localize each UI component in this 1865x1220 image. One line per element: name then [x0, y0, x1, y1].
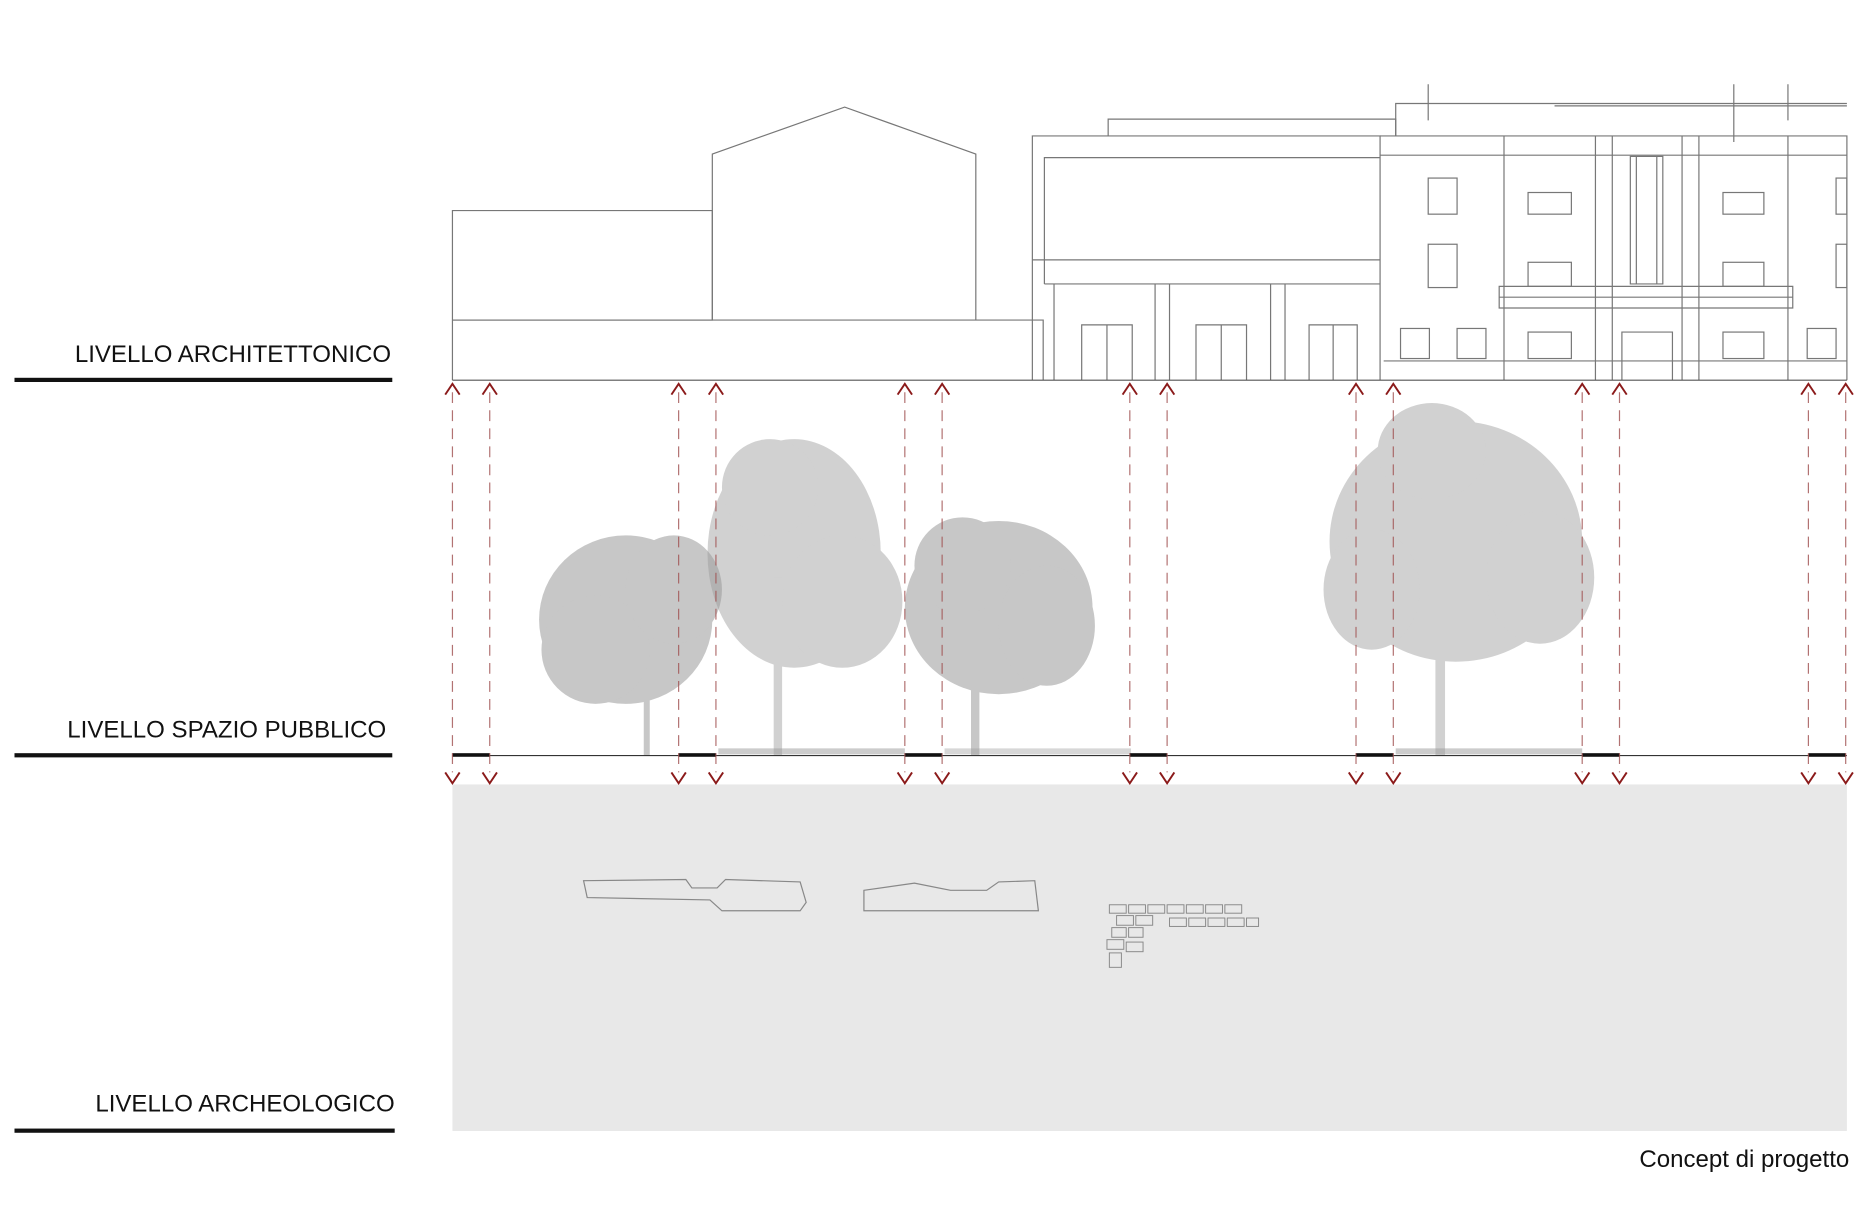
label-public-space: LIVELLO SPAZIO PUBBLICO [67, 717, 386, 744]
arrow-up-icon [1574, 382, 1591, 396]
arrow-up-icon [1611, 382, 1628, 396]
arrow-down-icon [1800, 771, 1817, 785]
arrow-up-icon [481, 382, 498, 396]
arrow-up-icon [444, 382, 461, 396]
label-archaeological: LIVELLO ARCHEOLOGICO [95, 1091, 394, 1118]
arrow-up-icon [1121, 382, 1138, 396]
underline-archaeological [14, 1128, 395, 1133]
tree [904, 517, 1095, 756]
underline-public-space [14, 753, 393, 758]
arrow-up-icon [670, 382, 687, 396]
arrow-up-icon [896, 382, 913, 396]
archaeological-layer [452, 784, 1847, 1131]
arrow-up-icon [934, 382, 951, 396]
arrow-down-icon [481, 771, 498, 785]
building-elevation [451, 84, 1848, 381]
arrow-up-icon [1385, 382, 1402, 396]
archaeological-remains [582, 878, 1260, 968]
arrow-down-icon [1837, 771, 1854, 785]
arrow-down-icon [670, 771, 687, 785]
tree [539, 535, 722, 756]
arrow-up-icon [707, 382, 724, 396]
arrow-down-icon [1574, 771, 1591, 785]
arrow-down-icon [1347, 771, 1365, 785]
tree [1323, 403, 1595, 756]
tree [707, 439, 903, 756]
arrow-down-icon [896, 771, 913, 785]
arrow-down-icon [934, 771, 951, 785]
arrow-down-icon [1121, 771, 1138, 785]
arrow-down-icon [444, 771, 461, 785]
label-architectural: LIVELLO ARCHITETTONICO [75, 341, 391, 368]
underline-architectural [14, 377, 393, 383]
trees [539, 403, 1595, 756]
connection-arrows [444, 382, 1854, 785]
arrow-up-icon [1159, 382, 1176, 396]
arrow-up-icon [1800, 382, 1817, 396]
ground-line [452, 753, 1847, 757]
caption: Concept di progetto [1639, 1146, 1849, 1173]
arrow-up-icon [1347, 382, 1365, 396]
arrow-down-icon [1611, 771, 1628, 785]
arrow-down-icon [1385, 771, 1402, 785]
arrow-up-icon [1837, 382, 1854, 396]
arrow-down-icon [1159, 771, 1176, 785]
arrow-down-icon [707, 771, 724, 785]
